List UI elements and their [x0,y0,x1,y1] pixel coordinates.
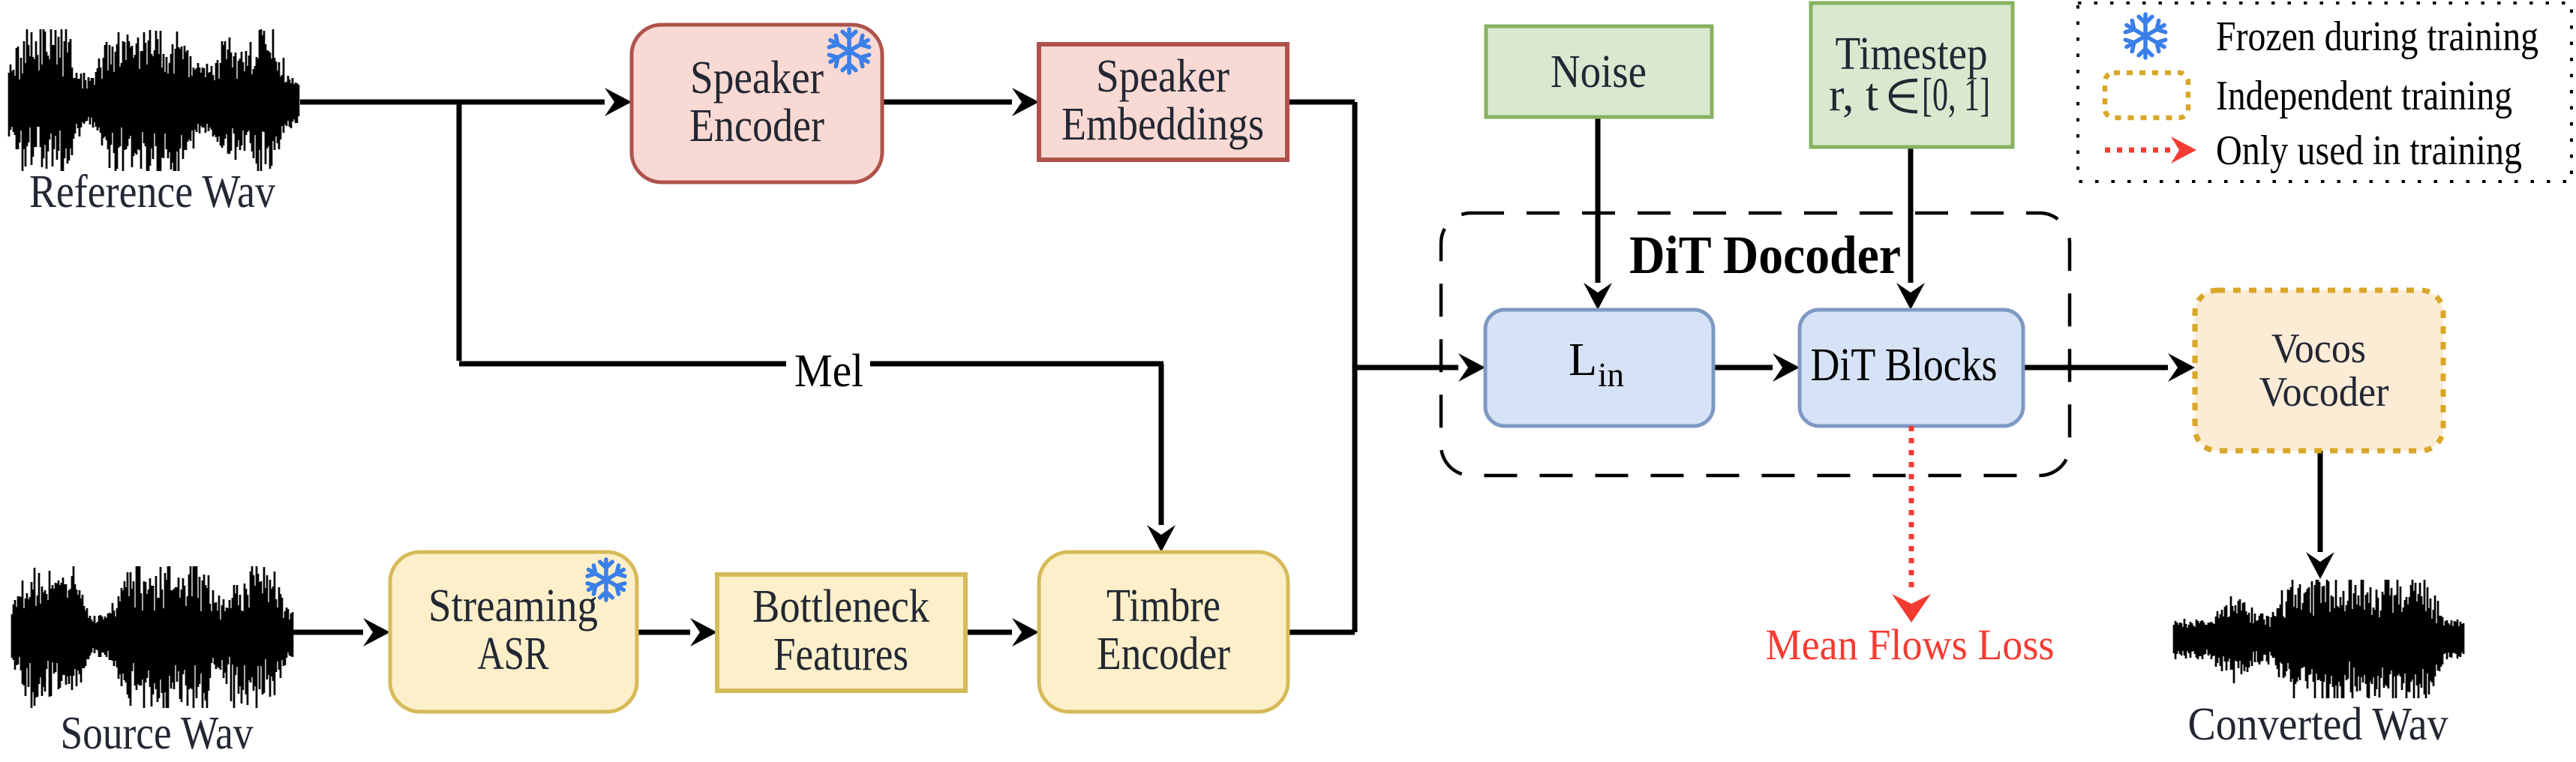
svg-text:in: in [1598,356,1624,394]
svg-text:[0, 1]: [0, 1] [1922,70,1990,121]
svg-text:Bottleneck: Bottleneck [752,581,929,632]
svg-text:Timbre: Timbre [1106,580,1220,632]
svg-text:Noise: Noise [1551,46,1647,98]
svg-text:Features: Features [773,629,908,680]
svg-text:ASR: ASR [478,628,550,680]
svg-text:Source Wav: Source Wav [61,708,254,759]
svg-text:Frozen during training: Frozen during training [2216,14,2538,60]
svg-text:Mean Flows Loss: Mean Flows Loss [1766,620,2055,669]
svg-text:Streaming: Streaming [428,580,598,632]
svg-text:Encoder: Encoder [1097,628,1230,680]
svg-text:Converted Wav: Converted Wav [2188,699,2448,750]
svg-text:Speaker: Speaker [690,52,824,104]
svg-text:Encoder: Encoder [689,100,824,152]
svg-text:Only used in training: Only used in training [2216,128,2522,174]
svg-text:Vocos: Vocos [2271,326,2366,372]
svg-text:Embeddings: Embeddings [1061,99,1264,150]
svg-text:DiT Blocks: DiT Blocks [1811,340,1998,391]
svg-text:Reference Wav: Reference Wav [29,166,275,218]
svg-text:Vocoder: Vocoder [2259,369,2389,416]
svg-text:Mel: Mel [794,346,863,397]
svg-text:Speaker: Speaker [1096,51,1229,102]
svg-text:r, t: r, t [1829,70,1878,121]
svg-text:DiT Docoder: DiT Docoder [1629,225,1901,285]
svg-text:L: L [1569,334,1597,386]
svg-text:Independent training: Independent training [2216,73,2512,119]
svg-text:Timestep: Timestep [1836,28,1988,80]
